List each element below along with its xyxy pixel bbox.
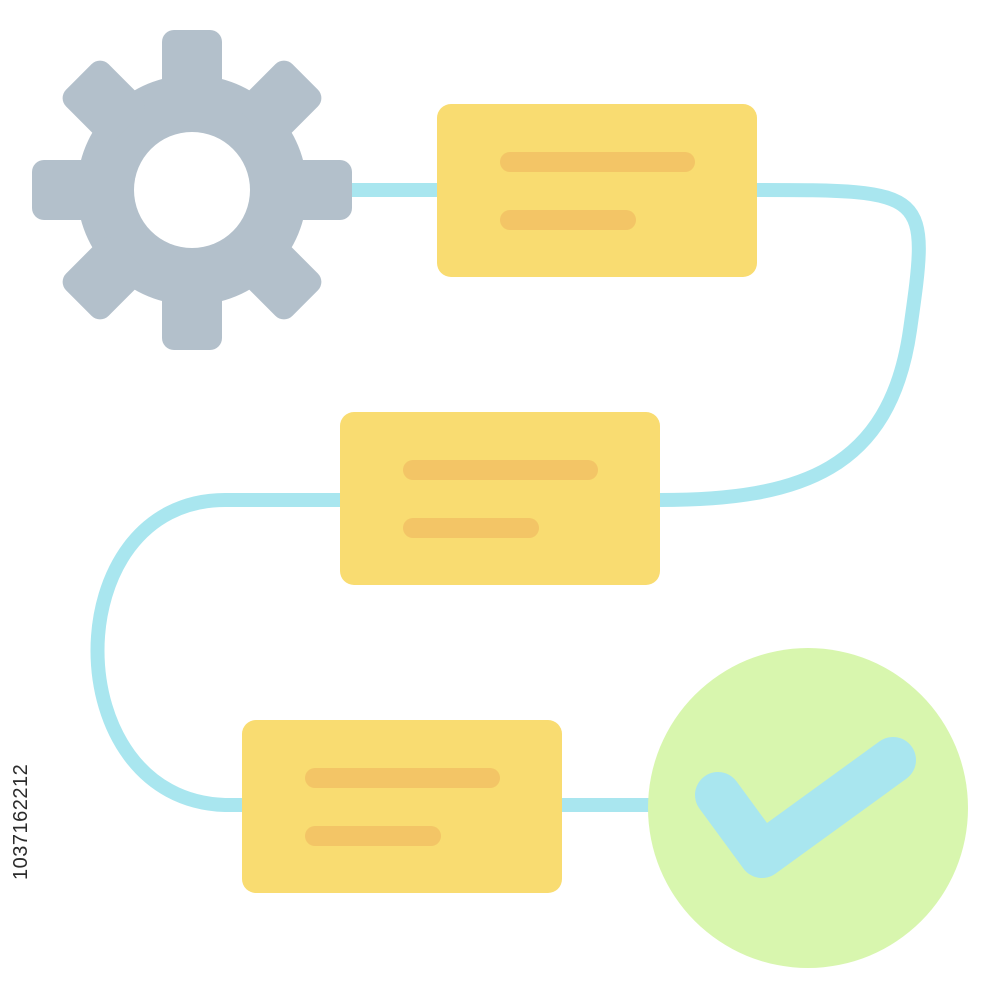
step-card-3 (242, 720, 562, 893)
gear-icon (32, 30, 352, 350)
card-2-line-1 (403, 460, 598, 480)
card-1-line-1 (500, 152, 695, 172)
card-3-line-2 (305, 826, 441, 846)
gear-hole (134, 132, 250, 248)
step-card-1 (437, 104, 757, 277)
stock-id-label: 1037162212 (10, 763, 32, 880)
card-3-line-1 (305, 768, 500, 788)
card-1-line-2 (500, 210, 636, 230)
card-2-line-2 (403, 518, 539, 538)
connector-path (90, 183, 926, 812)
step-card-2 (340, 412, 660, 585)
check-circle-icon (648, 648, 968, 968)
checkmark-icon (695, 737, 916, 878)
